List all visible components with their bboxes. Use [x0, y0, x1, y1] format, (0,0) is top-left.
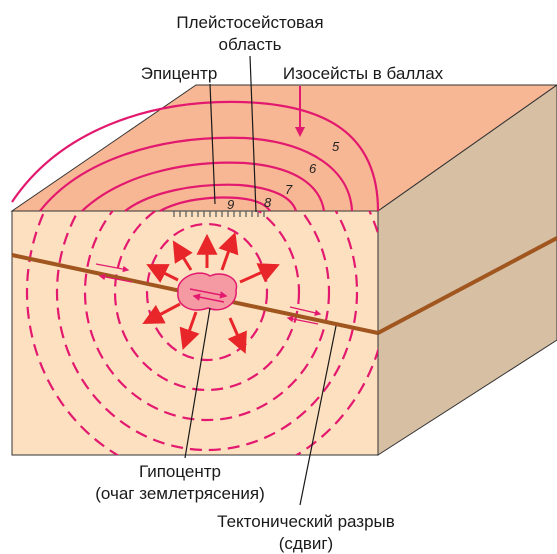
- isoseist-value-8: 8: [264, 195, 272, 210]
- hypocenter-label-line1: Гипоцентр: [139, 462, 221, 481]
- fault-label-line1: Тектонический разрыв: [217, 512, 395, 531]
- fault-label-line2: (сдвиг): [279, 534, 333, 553]
- epicenter-label: Эпицентр: [141, 64, 218, 83]
- surface-isoseists: [11, 100, 380, 212]
- isoseists-label: Изосейсты в баллах: [283, 64, 444, 83]
- focus-slip-arrow-2: [192, 293, 225, 303]
- fault-line-side: [377, 236, 557, 335]
- fault-shear-arrows: [95, 263, 322, 325]
- isoseist-value-6: 6: [309, 161, 317, 176]
- pleistoseist-area-hatch: [172, 210, 268, 217]
- fault-leader: [299, 325, 337, 506]
- pleistoseist-label-line1: Плейстосейстовая: [176, 13, 323, 32]
- hypocenter-leader: [184, 307, 211, 459]
- isoseist-value-5: 5: [332, 139, 340, 154]
- epicenter-leader: [209, 83, 216, 205]
- pleistoseist-label-line2: область: [219, 35, 282, 54]
- isoseist-value-9: 9: [227, 197, 234, 212]
- focus-slip-arrow-1: [189, 288, 228, 299]
- seismic-wave-arrows: [142, 232, 280, 354]
- pleistoseist-leader: [249, 55, 257, 213]
- hypocenter-label-line2: (очаг землетрясения): [95, 484, 265, 503]
- isoseist-value-7: 7: [285, 182, 293, 197]
- subsurface-wavefronts: [25, 211, 378, 455]
